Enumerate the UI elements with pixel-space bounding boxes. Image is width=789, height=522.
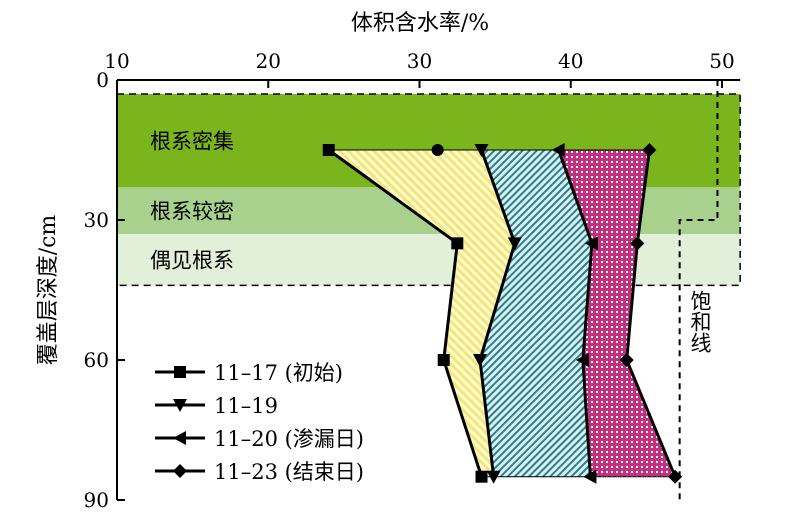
marker-triangle-down: [474, 144, 489, 158]
marker-diamond: [630, 236, 645, 251]
marker-triangle-down: [473, 354, 487, 368]
root-zone-label: 根系密集: [150, 130, 234, 154]
series-line: [557, 149, 594, 477]
x-tick-label: 30: [407, 49, 432, 73]
marker-square: [437, 354, 450, 367]
marker-diamond: [173, 464, 187, 478]
saturation-line: [678, 80, 719, 501]
y-tick-label: 30: [84, 208, 109, 232]
axes: 10 20 30 40 50 0 30 60 90: [84, 49, 741, 512]
series-line: [478, 149, 517, 477]
marker-square: [475, 470, 488, 483]
x-tick-label: 50: [709, 49, 734, 73]
marker-triangle-left: [173, 431, 186, 445]
marker-diamond: [668, 469, 683, 484]
y-axis-title: 覆盖层深度/cm: [36, 215, 61, 366]
series-lines: [322, 80, 719, 501]
y-tick-label: 0: [96, 68, 109, 92]
x-tick-label: 20: [256, 49, 281, 73]
marker-triangle-left: [551, 143, 565, 158]
root-zone-label: 偶见根系: [150, 249, 234, 273]
marker-triangle-down: [173, 399, 187, 412]
series-line: [625, 149, 677, 478]
marker-triangle-down: [507, 237, 522, 251]
marker-diamond: [642, 143, 657, 158]
legend-label: 11–23 (结束日): [214, 460, 364, 484]
x-tick-label: 40: [558, 49, 583, 73]
legend: 11–17 (初始) 11–19 11–20 (渗漏日) 11–23 (结束日): [155, 361, 364, 484]
series-line: [327, 148, 483, 478]
marker-circle: [431, 144, 444, 157]
marker-diamond: [619, 353, 634, 368]
x-axis-title: 体积含水率/%: [351, 11, 489, 36]
saturation-line-label: 饱和线: [688, 290, 712, 353]
y-tick-label: 90: [84, 488, 109, 512]
marker-triangle-down: [486, 470, 501, 484]
marker-square: [451, 237, 464, 250]
marker-square: [322, 144, 335, 157]
y-tick-label: 60: [84, 348, 109, 372]
marker-triangle-left: [583, 469, 597, 484]
legend-label: 11–20 (渗漏日): [214, 427, 364, 451]
marker-triangle-left: [575, 353, 589, 368]
x-tick-label: 10: [104, 49, 129, 73]
root-zone-label: 根系较密: [150, 200, 234, 224]
legend-label: 11–19: [214, 394, 278, 418]
legend-label: 11–17 (初始): [214, 361, 343, 385]
marker-triangle-left: [584, 236, 598, 251]
marker-square: [174, 366, 186, 378]
